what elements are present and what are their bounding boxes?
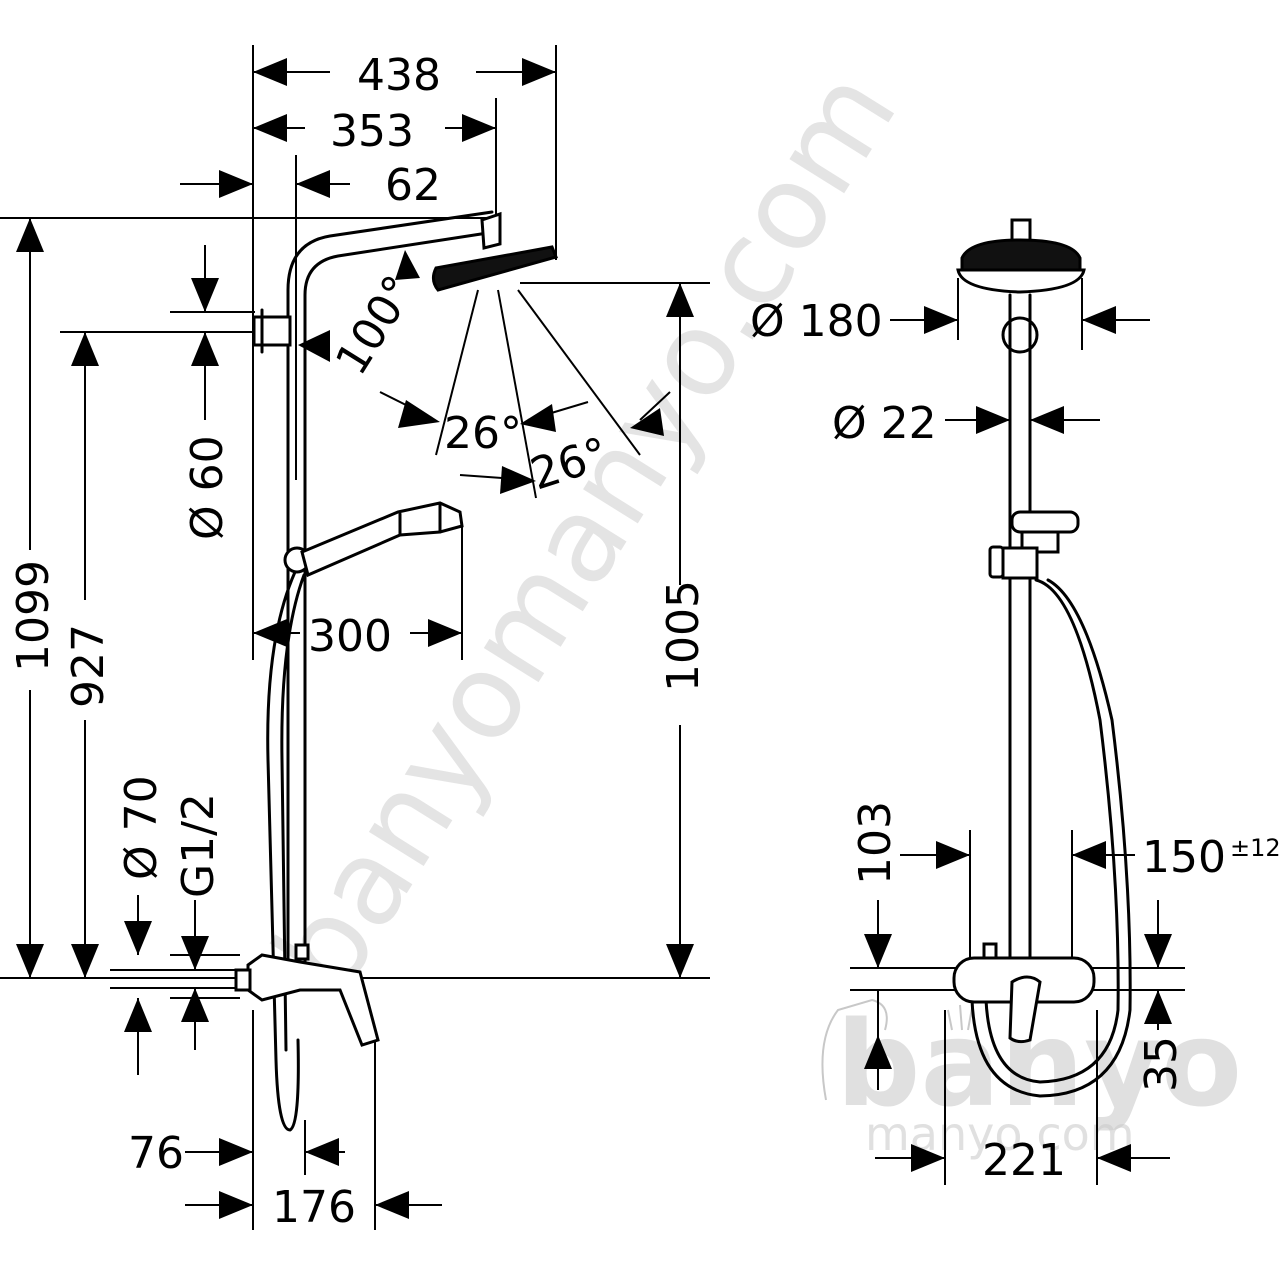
dim-height-head: 1005 bbox=[658, 580, 709, 692]
side-view: 438 353 62 100° 26° 26° Ø 60 bbox=[0, 45, 710, 1233]
dim-dia-head: Ø 180 bbox=[750, 296, 883, 347]
rail-slider bbox=[1001, 546, 1039, 580]
dim-dia-wall-holder: Ø 60 bbox=[182, 435, 233, 540]
thermostatic-mixer bbox=[246, 953, 380, 1047]
dim-projection-mixer: 76 bbox=[128, 1128, 184, 1179]
dim-handshower-reach: 300 bbox=[308, 611, 392, 662]
riser-pipe bbox=[286, 210, 494, 982]
overhead-shower-head-front bbox=[960, 238, 1082, 272]
dim-height-holder: 927 bbox=[63, 624, 114, 708]
watermark-diagonal: banyomanyo.com bbox=[247, 47, 923, 1015]
soap-dish bbox=[1010, 510, 1080, 534]
arm-joint bbox=[1001, 316, 1039, 354]
dim-center-distance: 150 bbox=[1142, 832, 1226, 883]
front-view: Ø 180 Ø 22 103 150 ±12 35 221 bbox=[750, 218, 1280, 1186]
slider-knob bbox=[988, 545, 1005, 579]
dim-thread: G1/2 bbox=[173, 793, 224, 898]
dim-dia-rail: Ø 22 bbox=[832, 398, 937, 449]
dim-height-overall: 1099 bbox=[8, 560, 59, 672]
dim-mixer-offset: 103 bbox=[850, 801, 901, 885]
dim-width-arm: 353 bbox=[330, 106, 414, 157]
dim-angle-head: 100° bbox=[326, 267, 425, 384]
dim-center-tolerance: ±12 bbox=[1230, 834, 1280, 862]
dim-width-overall: 438 bbox=[357, 50, 441, 101]
watermark-logo: banyo manyo.com bbox=[821, 995, 1242, 1161]
watermark-logo-sub: manyo.com bbox=[865, 1107, 1135, 1161]
dim-projection-lever: 176 bbox=[272, 1182, 356, 1233]
dim-dia-rosette: Ø 70 bbox=[116, 775, 167, 880]
wall-holder bbox=[252, 315, 292, 347]
dim-spray-angle-1: 26° bbox=[444, 408, 522, 459]
hand-shower bbox=[300, 501, 464, 578]
overhead-shower-head bbox=[431, 245, 559, 292]
dim-mixer-width: 221 bbox=[982, 1135, 1066, 1186]
mixer-lever-front bbox=[1008, 975, 1042, 1044]
dim-offset-head: 62 bbox=[385, 160, 441, 211]
watermark-logo-main: banyo bbox=[836, 995, 1242, 1133]
dim-mixer-height: 35 bbox=[1136, 1036, 1187, 1092]
shower-hose-front bbox=[984, 578, 1120, 1084]
